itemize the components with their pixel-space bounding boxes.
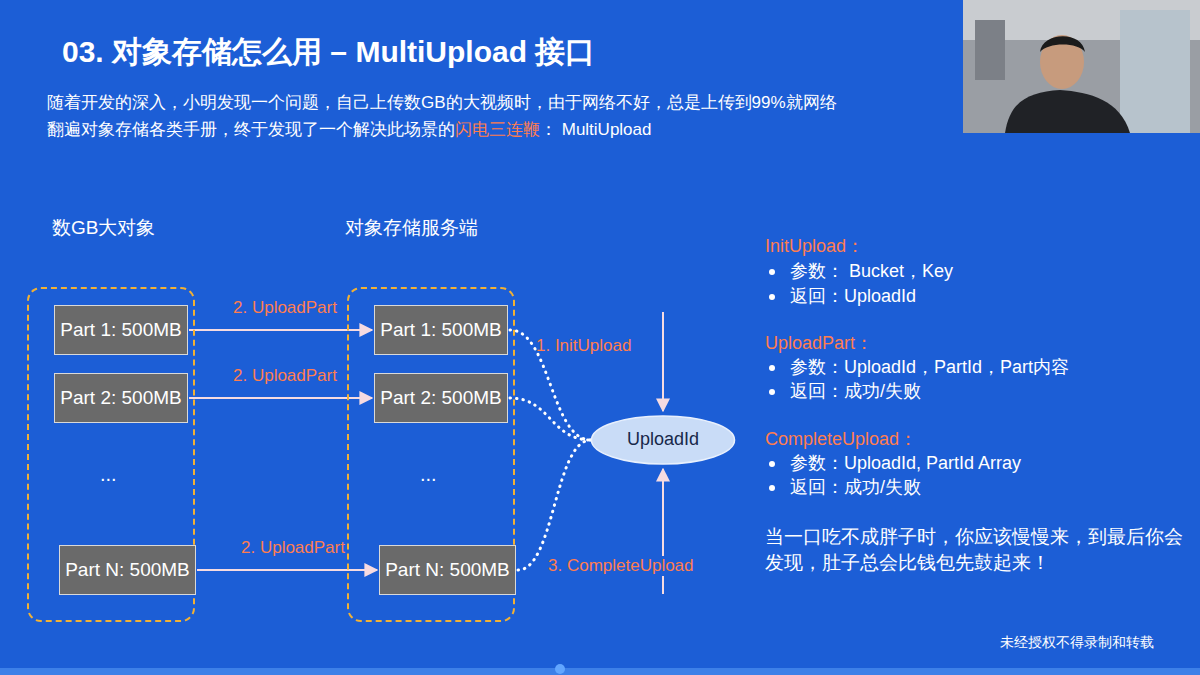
bullet-dots — [769, 269, 775, 491]
dashed-group: 数GB大对象Part 1: 500MBPart 2: 500MBPart N: … — [27, 287, 195, 622]
api-heading: InitUpload： — [765, 236, 864, 258]
api-return: 返回：成功/失败 — [790, 477, 921, 499]
api-return: 返回：UploadId — [790, 286, 916, 308]
edge-label: 2. UploadPart — [233, 298, 337, 318]
upload-arrow — [189, 397, 372, 399]
step-label: 3. CompleteUpload — [545, 556, 697, 576]
part-box: Part 1: 500MB — [374, 305, 508, 355]
highlight-text: 闪电三连鞭 — [455, 120, 540, 140]
edge-label: 2. UploadPart — [241, 538, 345, 558]
step-label: 1. InitUpload — [536, 336, 631, 356]
ellipsis: ... — [420, 462, 437, 486]
node-label: Part 2: 500MB — [380, 387, 501, 410]
uploadid-ellipse: UploadId — [590, 415, 736, 465]
intro-text: ： MultiUpload — [540, 120, 652, 140]
api-heading: UploadPart： — [765, 333, 873, 355]
api-return: 返回：成功/失败 — [790, 381, 921, 403]
node-label: Part 2: 500MB — [60, 387, 181, 410]
moral-note: 当一口吃不成胖子时，你应该慢慢来，到最后你会发现，肚子总会比钱包先鼓起来！ — [765, 524, 1193, 575]
dotted-link — [510, 398, 591, 440]
upload-arrow — [189, 329, 372, 331]
node-label: Part N: 500MB — [65, 559, 190, 582]
node-label: Part N: 500MB — [385, 559, 510, 582]
watermark: 未经授权不得录制和转载 — [1000, 634, 1154, 651]
upload-arrow — [197, 569, 377, 571]
api-param: 参数：UploadId，PartId，Part内容 — [790, 357, 1069, 379]
intro-text: 翻遍对象存储各类手册，终于发现了一个解决此场景的 — [47, 120, 455, 140]
api-param: 参数：UploadId, PartId Array — [790, 453, 1021, 475]
group-heading: 数GB大对象 — [52, 217, 155, 240]
part-box: Part 2: 500MB — [374, 373, 508, 423]
ellipse-shape — [591, 416, 734, 464]
part-box: Part N: 500MB — [59, 545, 196, 595]
webcam-picture — [963, 0, 1200, 133]
node-label: Part 1: 500MB — [60, 319, 181, 342]
node-label: UploadId — [627, 429, 699, 451]
progress-bar — [0, 668, 1200, 675]
dashed-group: 对象存储服务端Part 1: 500MBPart 2: 500MBPart N:… — [347, 287, 515, 622]
part-box: Part 1: 500MB — [54, 305, 188, 355]
part-box: Part 2: 500MB — [54, 373, 188, 423]
intro-text: 随着开发的深入，小明发现一个问题，自己上传数GB的大视频时，由于网络不好，总是上… — [47, 93, 837, 113]
part-box: Part N: 500MB — [379, 545, 516, 595]
edge-label: 2. UploadPart — [233, 366, 337, 386]
api-heading: CompleteUpload： — [765, 429, 917, 451]
progress-dot — [555, 664, 565, 674]
init-arrow — [662, 312, 664, 411]
dotted-link — [518, 440, 591, 570]
api-param: 参数： Bucket，Key — [790, 261, 953, 283]
group-heading: 对象存储服务端 — [345, 217, 478, 240]
node-label: Part 1: 500MB — [380, 319, 501, 342]
slide-title: 03. 对象存储怎么用 – MultiUpload 接口 — [62, 34, 595, 70]
ellipsis: ... — [100, 462, 117, 486]
